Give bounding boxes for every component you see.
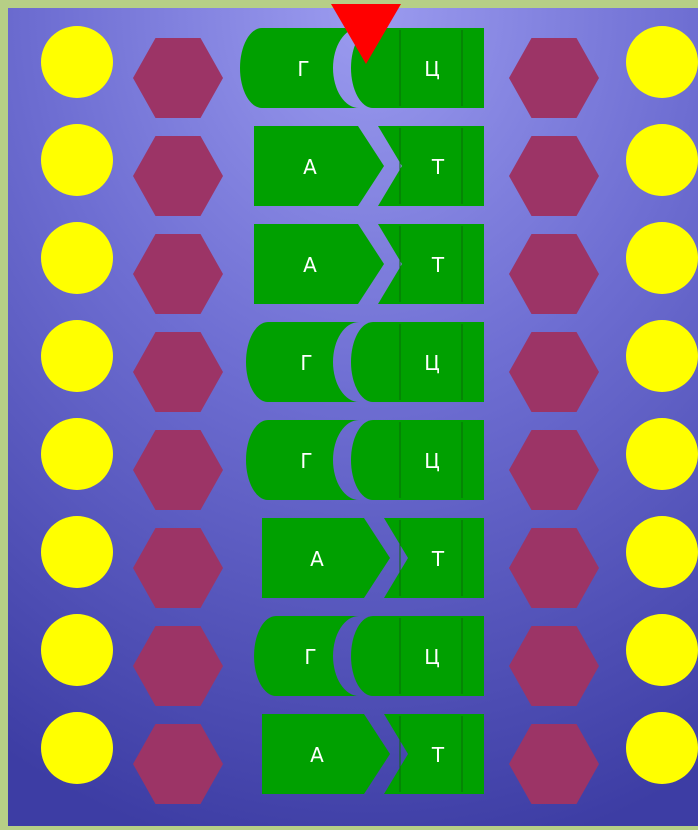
base-right bbox=[351, 322, 484, 402]
phosphate-left bbox=[41, 320, 113, 392]
base-right-letter: Т bbox=[431, 743, 445, 767]
phosphate-left bbox=[41, 222, 113, 294]
base-right-letter: Ц bbox=[424, 57, 440, 81]
base-left-letter: Г bbox=[300, 351, 312, 375]
base-right-letter: Т bbox=[431, 547, 445, 571]
base-right-letter: Ц bbox=[424, 645, 440, 669]
base-left-letter: Г bbox=[304, 645, 316, 669]
base-right-letter: Ц bbox=[424, 449, 440, 473]
phosphate-right bbox=[626, 712, 698, 784]
base-left bbox=[254, 224, 384, 304]
base-left-letter: А bbox=[303, 155, 317, 179]
base-right bbox=[351, 616, 484, 696]
phosphate-right bbox=[626, 26, 698, 98]
phosphate-right bbox=[626, 516, 698, 588]
base-right bbox=[351, 420, 484, 500]
phosphate-left bbox=[41, 614, 113, 686]
phosphate-left bbox=[41, 712, 113, 784]
base-left-letter: А bbox=[310, 743, 324, 767]
base-right-letter: Т bbox=[431, 155, 445, 179]
base-left-letter: А bbox=[310, 547, 324, 571]
phosphate-left bbox=[41, 516, 113, 588]
base-left-letter: Г bbox=[300, 449, 312, 473]
base-left bbox=[262, 518, 390, 598]
phosphate-right bbox=[626, 222, 698, 294]
base-left bbox=[262, 714, 390, 794]
phosphate-right bbox=[626, 124, 698, 196]
phosphate-right bbox=[626, 614, 698, 686]
base-right-letter: Т bbox=[431, 253, 445, 277]
phosphate-left bbox=[41, 124, 113, 196]
base-left-letter: Г bbox=[297, 57, 309, 81]
base-left bbox=[254, 126, 384, 206]
phosphate-right bbox=[626, 320, 698, 392]
phosphate-left bbox=[41, 418, 113, 490]
phosphate-left bbox=[41, 26, 113, 98]
phosphate-right bbox=[626, 418, 698, 490]
base-right-letter: Ц bbox=[424, 351, 440, 375]
base-left-letter: А bbox=[303, 253, 317, 277]
